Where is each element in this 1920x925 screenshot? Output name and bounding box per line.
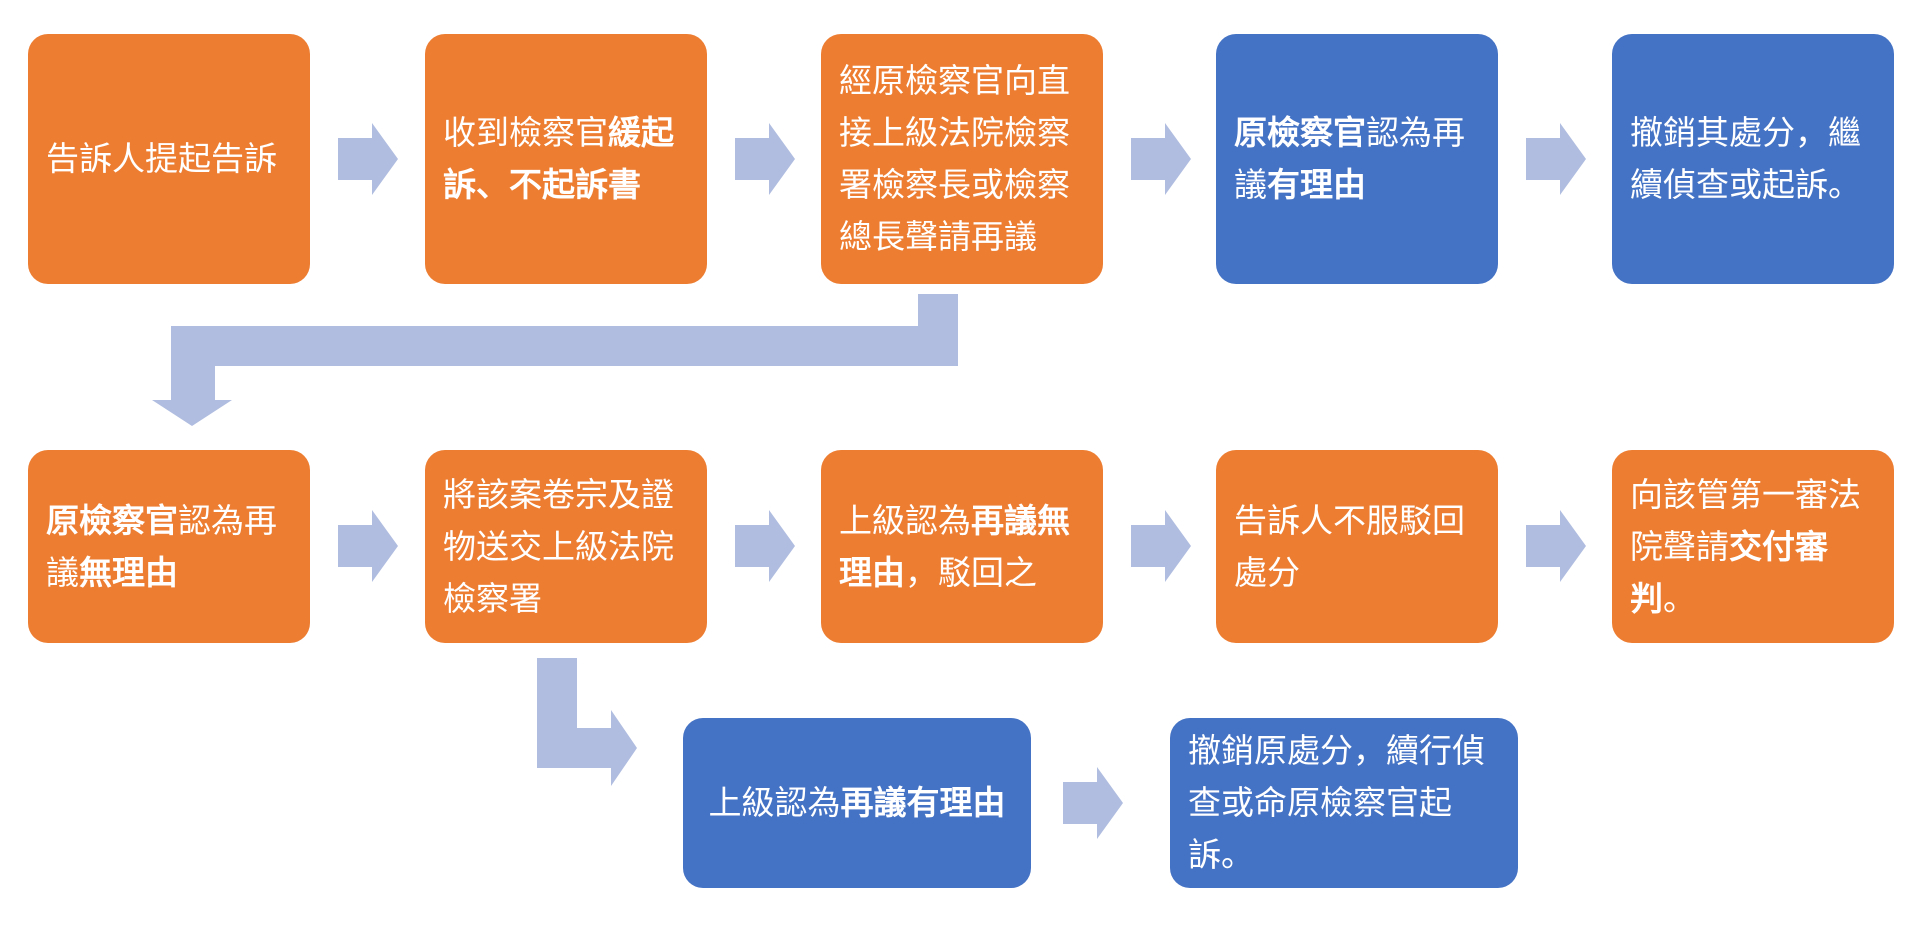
step-upper-ungrounded-dismiss: 上級認為再議無理由，駁回之 [821,450,1103,643]
step-revoke-reinvestigate: 撤銷原處分，續行偵查或命原檢察官起訴。 [1170,718,1518,888]
step-text: 告訴人不服駁回處分 [1234,500,1465,592]
arrow-n6-n7 [338,510,398,582]
emphasis-text: 原檢察官 [46,500,178,540]
step-text: 經原檢察官向直接上級法院檢察署檢察長或檢察總長聲請再議 [839,61,1070,256]
arrow-n8-n9 [1131,510,1191,582]
step-text: 撤銷原處分，續行偵查或命原檢察官起訴。 [1188,731,1485,874]
arrow-n1-n2 [338,123,398,195]
step-text: 。 [1663,578,1696,618]
step-text: 認為再議 [1234,113,1465,204]
arrow-n7-n11 [537,658,637,786]
emphasis-text: 再議無理由 [839,500,1070,592]
step-send-files-upper: 將該案卷宗及證物送交上級法院檢察署 [425,450,707,643]
arrow-n2-n3 [735,123,795,195]
emphasis-text: 交付審判 [1630,526,1828,618]
step-complainant-objects: 告訴人不服駁回處分 [1216,450,1498,643]
arrow-n3-n4 [1131,123,1191,195]
step-text: 將該案卷宗及證物送交上級法院檢察署 [443,474,674,618]
emphasis-text: 無理由 [79,552,178,592]
step-text: 上級認為 [708,783,841,822]
emphasis-text: 再議有理由 [840,783,1006,822]
step-revoke-continue: 撤銷其處分，繼續偵查或起訴。 [1612,34,1894,284]
arrow-n9-n10 [1526,510,1586,582]
arrow-n7-n8 [735,510,795,582]
arrow-n11-n12 [1063,767,1123,839]
step-apply-trial: 向該管第一審法院聲請交付審判。 [1612,450,1894,643]
arrow-n3-n6 [152,294,958,426]
step-upper-grounded: 上級認為再議有理由 [683,718,1031,888]
emphasis-text: 有理由 [1267,165,1366,204]
step-text: 上級認為 [839,500,971,540]
step-file-complaint: 告訴人提起告訴 [28,34,310,284]
step-text: 撤銷其處分，繼續偵查或起訴。 [1630,113,1861,204]
step-original-prosecutor-ungrounded: 原檢察官認為再議無理由 [28,450,310,643]
step-text: ，駁回之 [905,552,1037,592]
step-text: 認為再議 [46,500,277,592]
step-text: 收到檢察官 [443,113,608,152]
emphasis-text: 原檢察官 [1234,113,1366,152]
step-text: 向該管第一審法院聲請 [1630,474,1861,566]
step-text: 告訴人提起告訴 [46,139,277,178]
step-apply-reconsideration: 經原檢察官向直接上級法院檢察署檢察長或檢察總長聲請再議 [821,34,1103,284]
emphasis-text: 緩起訴、不起訴書 [443,113,674,204]
arrow-n4-n5 [1526,123,1586,195]
step-receive-decision: 收到檢察官緩起訴、不起訴書 [425,34,707,284]
step-original-prosecutor-grounded: 原檢察官認為再議有理由 [1216,34,1498,284]
